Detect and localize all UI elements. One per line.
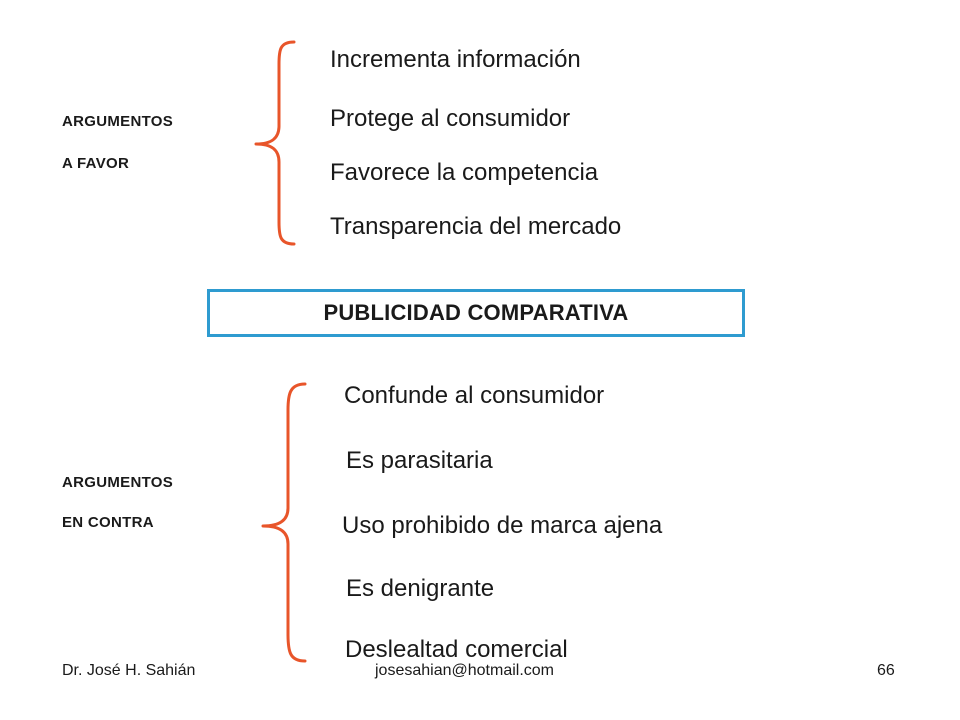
favor-item: Transparencia del mercado <box>330 213 622 240</box>
footer-page-number: 66 <box>877 662 895 679</box>
favor-brace <box>254 40 296 246</box>
footer-author: Dr. José H. Sahián <box>62 662 196 679</box>
favor-label-line2: A FAVOR <box>62 155 130 172</box>
contra-label-line1: ARGUMENTOS <box>62 474 174 491</box>
contra-item: Deslealtad comercial <box>345 636 568 663</box>
title-box: PUBLICIDAD COMPARATIVA <box>207 289 745 337</box>
page-title: PUBLICIDAD COMPARATIVA <box>323 300 629 325</box>
favor-item: Protege al consumidor <box>330 105 571 132</box>
contra-label-line2: EN CONTRA <box>62 514 154 531</box>
favor-label-line1: ARGUMENTOS <box>62 113 174 130</box>
contra-item: Uso prohibido de marca ajena <box>342 512 663 539</box>
favor-item: Favorece la competencia <box>330 159 599 186</box>
footer-email: josesahian@hotmail.com <box>375 662 554 679</box>
favor-item: Incrementa información <box>330 46 581 73</box>
contra-item: Confunde al consumidor <box>344 382 605 409</box>
contra-brace <box>261 382 307 663</box>
contra-item: Es denigrante <box>346 575 495 602</box>
contra-item: Es parasitaria <box>346 447 493 474</box>
